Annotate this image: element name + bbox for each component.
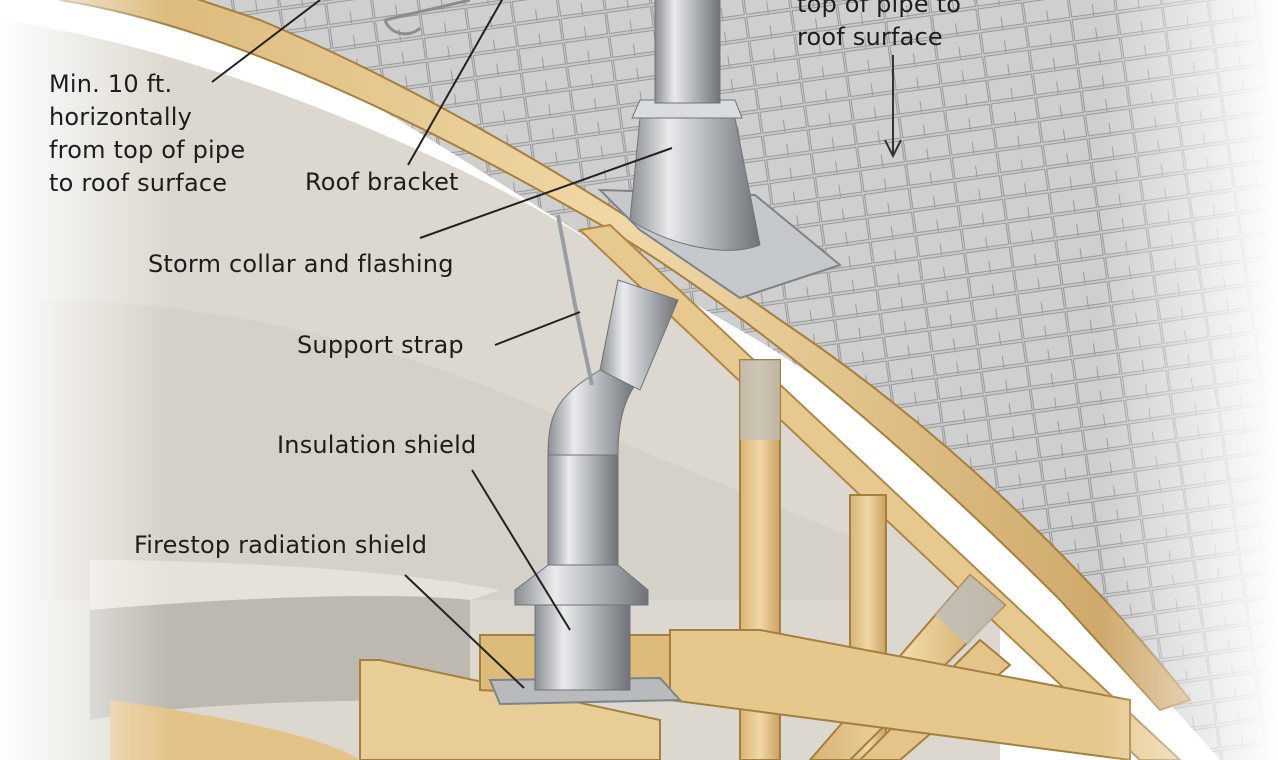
pipe-top bbox=[654, 0, 721, 104]
leader-lines bbox=[211, 0, 673, 689]
ceiling-joist-front bbox=[359, 659, 661, 760]
label-support-strap: Support strap bbox=[297, 331, 464, 359]
label-firestop: Firestop radiation shield bbox=[134, 531, 428, 559]
label-vertical-clearance: top of pipe to roof surface bbox=[797, 0, 962, 51]
support-strap bbox=[556, 214, 594, 386]
pipe-lower bbox=[534, 594, 631, 691]
pipe-offset bbox=[599, 279, 679, 391]
pipe-middle bbox=[547, 449, 619, 566]
label-roof-bracket: Roof bracket bbox=[305, 168, 459, 196]
roof-bracket bbox=[383, 0, 471, 36]
down-arrow-icon bbox=[884, 55, 902, 159]
rafter-diagonal bbox=[577, 223, 1182, 760]
label-storm-collar: Storm collar and flashing bbox=[148, 250, 454, 278]
roof-shingles bbox=[188, 0, 1278, 760]
label-insulation-shield: Insulation shield bbox=[277, 431, 477, 459]
label-horizontal-clearance: Min. 10 ft. horizontally from top of pip… bbox=[49, 70, 246, 197]
